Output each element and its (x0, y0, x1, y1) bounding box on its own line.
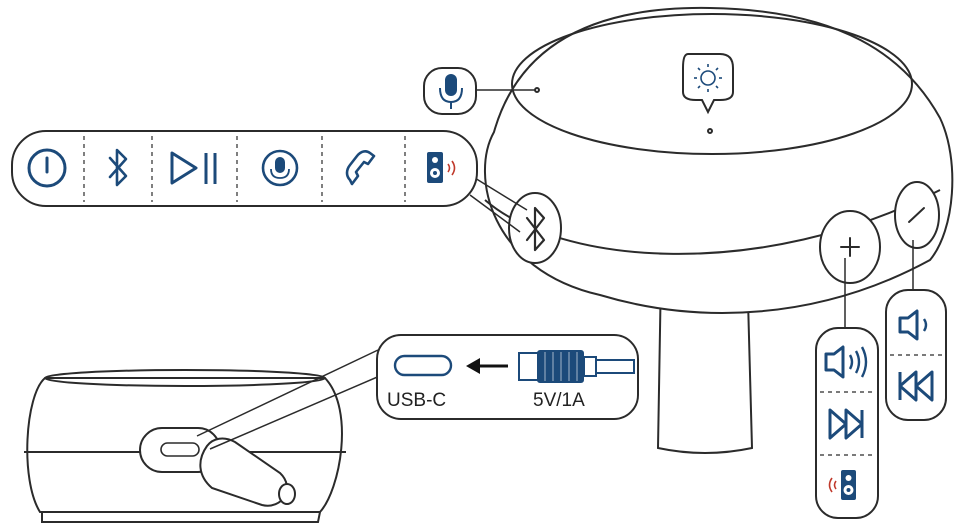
microphone-icon (439, 74, 463, 109)
next-track-icon (828, 408, 864, 440)
minus-button[interactable] (894, 181, 940, 249)
charging-panel (376, 334, 639, 420)
volume-up-panel (815, 258, 879, 519)
play-pause-icon (170, 151, 217, 185)
led-dot (707, 128, 713, 134)
bluetooth-side-button[interactable] (508, 192, 562, 264)
port-flap (199, 437, 296, 507)
volume-down-panel (885, 240, 947, 421)
phone-icon (345, 150, 376, 186)
power-icon (27, 148, 67, 188)
minus-icon (908, 207, 925, 223)
side-base (41, 511, 321, 523)
microphone-icon (261, 149, 299, 187)
volume-up-icon (824, 345, 868, 379)
usb-c-label: USB-C (387, 390, 447, 411)
light-indicator-icon (694, 64, 722, 92)
speaker-stand (656, 271, 754, 454)
side-top-rim (44, 369, 326, 387)
bluetooth-icon (525, 206, 546, 252)
arrow-left-icon (466, 358, 508, 374)
charging-callout-lines (196, 349, 383, 450)
mic-callout (423, 67, 535, 115)
button-bar (11, 130, 528, 233)
plus-button[interactable] (819, 210, 881, 284)
power-rating-label: 5V/1A (533, 390, 585, 411)
speaker-icon (828, 470, 856, 500)
light-callout (682, 53, 734, 115)
plus-icon (840, 237, 860, 257)
previous-track-icon (898, 370, 934, 402)
volume-down-icon (898, 309, 928, 341)
usb-c-port-icon (393, 354, 453, 377)
speaker-top (511, 13, 913, 155)
bluetooth-icon (108, 148, 128, 187)
power-adapter-icon (518, 350, 635, 383)
speaker-icon (427, 152, 456, 183)
